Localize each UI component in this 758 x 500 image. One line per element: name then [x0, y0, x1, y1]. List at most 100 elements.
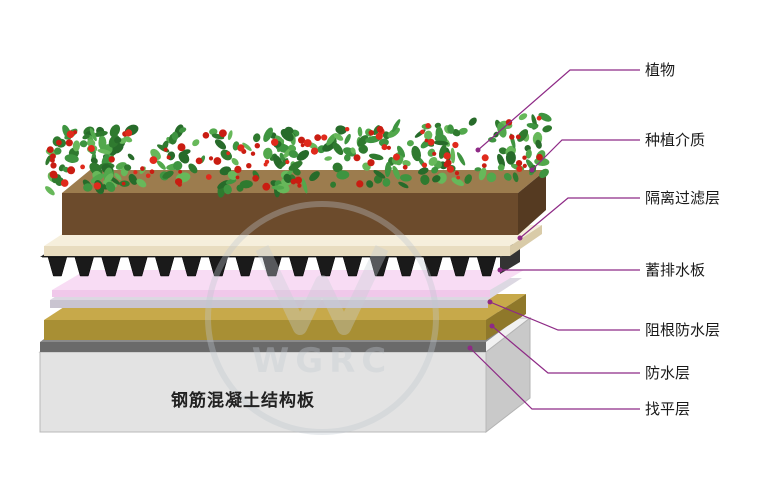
- flower: [177, 143, 186, 152]
- leaf: [458, 127, 468, 135]
- slab-label: 钢筋混凝土结构板: [171, 391, 315, 411]
- flower: [310, 147, 319, 155]
- leaf: [217, 180, 229, 190]
- leaf: [162, 170, 174, 179]
- leaf: [296, 150, 310, 161]
- flower: [536, 115, 542, 121]
- leaf: [263, 147, 273, 160]
- leaf: [539, 168, 549, 179]
- leaf: [357, 126, 363, 137]
- leaf: [392, 165, 400, 180]
- flower: [427, 138, 435, 146]
- label-drainage-board: 蓄排水板: [645, 261, 706, 279]
- leaf: [436, 172, 447, 184]
- leaf: [392, 119, 401, 133]
- label-root-barrier: 阻根防水层: [645, 321, 721, 339]
- leaf: [447, 124, 454, 134]
- flower: [481, 163, 487, 169]
- flower: [271, 138, 279, 146]
- leaf: [535, 139, 542, 149]
- leaf: [396, 145, 406, 158]
- flower: [234, 165, 242, 173]
- leaf: [456, 152, 466, 166]
- flower: [303, 139, 312, 148]
- leaf: [332, 142, 344, 156]
- flower: [516, 165, 523, 172]
- leaf: [90, 157, 98, 165]
- leaf: [45, 155, 51, 166]
- flower: [178, 169, 183, 174]
- leaf: [239, 180, 253, 189]
- flower: [56, 139, 62, 146]
- leaf: [431, 166, 439, 174]
- leaf: [525, 149, 532, 159]
- leader-filter-layer: [519, 197, 640, 239]
- flower: [446, 165, 454, 173]
- leaf: [488, 137, 497, 143]
- watermark-text: WGRC: [252, 341, 393, 381]
- flower: [376, 125, 384, 133]
- leaf: [83, 183, 93, 192]
- leaf: [418, 167, 429, 175]
- flower: [454, 171, 460, 176]
- flower: [93, 182, 102, 190]
- leaf: [93, 130, 108, 137]
- flower: [235, 175, 240, 180]
- flower: [254, 143, 260, 149]
- flower: [149, 156, 158, 165]
- leaf: [478, 167, 487, 181]
- flower: [49, 153, 56, 160]
- flower: [208, 156, 214, 161]
- leader-lines: [469, 69, 640, 410]
- leaf: [89, 127, 97, 142]
- leaf: [433, 140, 449, 146]
- leaf: [526, 123, 539, 129]
- label-filter-layer: 隔离过滤层: [645, 189, 721, 207]
- leaf: [72, 140, 81, 152]
- flower: [452, 141, 459, 149]
- leaf: [97, 149, 111, 154]
- leaf: [378, 138, 389, 147]
- leaf: [497, 153, 505, 168]
- flower: [515, 134, 521, 140]
- leaf: [227, 170, 238, 180]
- flower: [509, 134, 515, 140]
- leaf: [242, 142, 252, 152]
- leaf: [350, 147, 356, 154]
- leaf: [301, 178, 308, 194]
- flower: [202, 132, 210, 139]
- flower: [262, 182, 271, 191]
- flower: [108, 156, 115, 163]
- leaf: [279, 152, 286, 162]
- leaf: [225, 178, 237, 185]
- leaf: [398, 181, 409, 189]
- flower: [356, 180, 364, 188]
- flower: [205, 174, 212, 180]
- label-growing-medium: 种植介质: [645, 131, 706, 149]
- leaf: [227, 130, 233, 141]
- flower: [300, 143, 305, 148]
- flower: [140, 166, 145, 171]
- leaf: [178, 127, 187, 133]
- leaf: [332, 162, 343, 173]
- leaf: [384, 161, 391, 178]
- leaf: [54, 147, 62, 155]
- leaf: [498, 147, 508, 155]
- leaf: [428, 156, 438, 166]
- flower: [297, 183, 302, 188]
- flower: [522, 155, 527, 160]
- leaf: [474, 167, 482, 172]
- leaf: [288, 150, 299, 158]
- flower: [166, 155, 171, 160]
- leaf: [336, 170, 350, 180]
- flower: [195, 157, 203, 165]
- leaf: [450, 147, 456, 164]
- flower: [87, 145, 95, 152]
- leaf: [505, 151, 516, 165]
- flower: [250, 151, 256, 156]
- flower: [516, 160, 523, 167]
- leaf: [271, 185, 285, 190]
- leaf: [335, 125, 347, 135]
- leaf: [209, 128, 218, 136]
